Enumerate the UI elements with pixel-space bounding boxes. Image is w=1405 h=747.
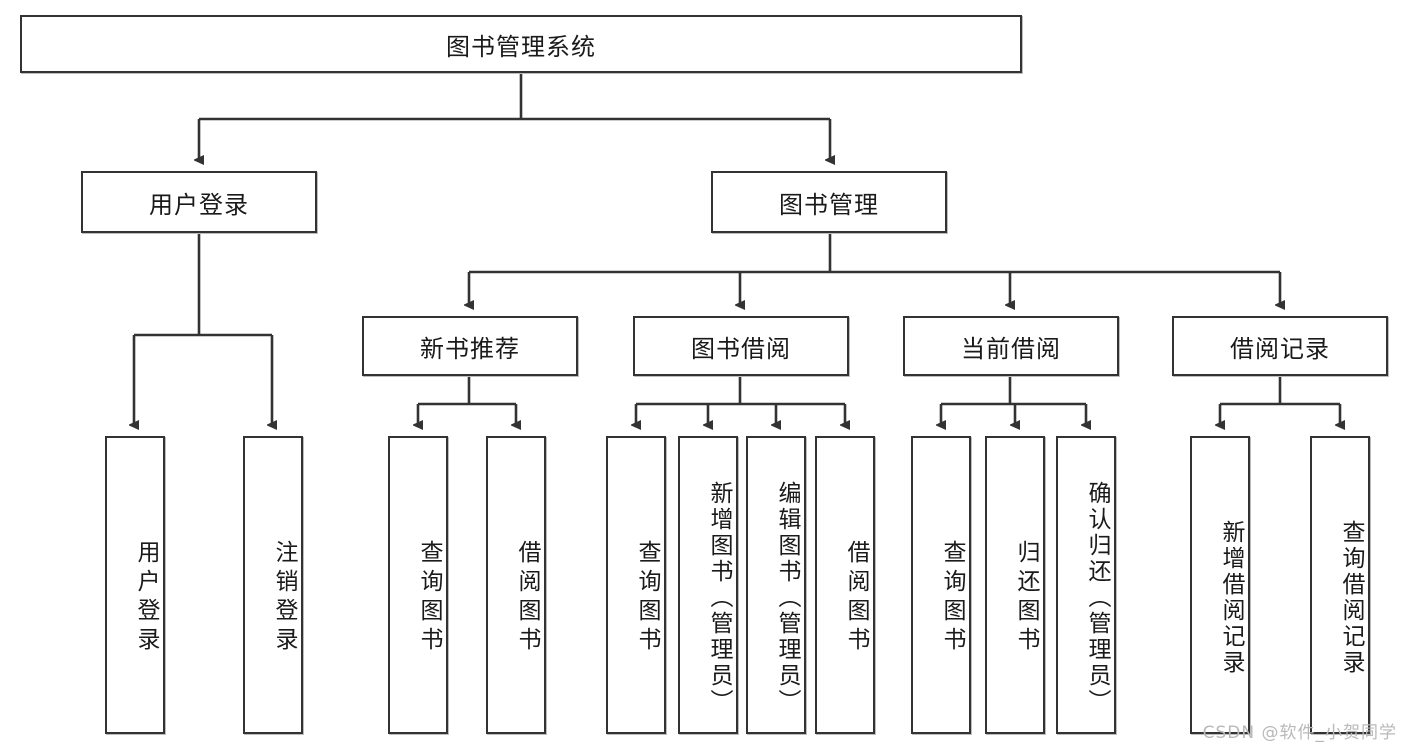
leaf-query-borrow-record[interactable]: 查询借阅记录 — [1310, 436, 1370, 734]
leaf-logout[interactable]: 注销登录 — [243, 436, 303, 734]
leaf-borrow-book-borrow-label: 借阅图书 — [843, 540, 869, 656]
leaf-query-book-current[interactable]: 查询图书 — [911, 436, 971, 734]
node-borrow-record[interactable]: 借阅记录 — [1172, 316, 1388, 376]
leaf-query-book-borrow[interactable]: 查询图书 — [606, 436, 666, 734]
node-new-book-recommend[interactable]: 新书推荐 — [362, 316, 578, 376]
node-root-label: 图书管理系统 — [446, 32, 596, 61]
node-user-login[interactable]: 用户登录 — [81, 171, 317, 233]
leaf-add-book[interactable]: 新增图书（管理员） — [678, 436, 738, 734]
node-root[interactable]: 图书管理系统 — [20, 15, 1022, 73]
node-book-borrow-label: 图书借阅 — [691, 334, 791, 363]
leaf-edit-book[interactable]: 编辑图书（管理员） — [746, 436, 806, 734]
node-current-borrow[interactable]: 当前借阅 — [903, 316, 1119, 376]
node-user-login-label: 用户登录 — [149, 190, 249, 219]
leaf-confirm-return[interactable]: 确认归还（管理员） — [1056, 436, 1116, 734]
node-book-manage-label: 图书管理 — [779, 190, 879, 219]
leaf-query-borrow-record-label: 查询借阅记录 — [1338, 520, 1364, 676]
node-borrow-record-label: 借阅记录 — [1230, 334, 1330, 363]
leaf-user-login[interactable]: 用户登录 — [105, 436, 165, 734]
leaf-query-book-recommend-label: 查询图书 — [416, 540, 442, 656]
leaf-query-book-borrow-label: 查询图书 — [634, 540, 660, 656]
leaf-edit-book-label: 编辑图书（管理员） — [774, 481, 800, 715]
watermark: CSDN @软件_小贺同学 — [1202, 723, 1397, 743]
leaf-logout-label: 注销登录 — [271, 540, 297, 656]
leaf-add-borrow-record-label: 新增借阅记录 — [1218, 520, 1244, 676]
node-new-book-recommend-label: 新书推荐 — [420, 334, 520, 363]
leaf-add-borrow-record[interactable]: 新增借阅记录 — [1190, 436, 1250, 734]
leaf-query-book-current-label: 查询图书 — [939, 540, 965, 656]
leaf-user-login-label: 用户登录 — [133, 540, 159, 656]
node-book-manage[interactable]: 图书管理 — [711, 171, 947, 233]
leaf-add-book-label: 新增图书（管理员） — [706, 481, 732, 715]
node-book-borrow[interactable]: 图书借阅 — [633, 316, 849, 376]
node-current-borrow-label: 当前借阅 — [961, 334, 1061, 363]
leaf-borrow-book-recommend[interactable]: 借阅图书 — [486, 436, 546, 734]
leaf-borrow-book-recommend-label: 借阅图书 — [514, 540, 540, 656]
leaf-borrow-book-borrow[interactable]: 借阅图书 — [815, 436, 875, 734]
leaf-return-book-label: 归还图书 — [1013, 540, 1039, 656]
leaf-return-book[interactable]: 归还图书 — [985, 436, 1045, 734]
leaf-confirm-return-label: 确认归还（管理员） — [1084, 481, 1110, 715]
leaf-query-book-recommend[interactable]: 查询图书 — [388, 436, 448, 734]
